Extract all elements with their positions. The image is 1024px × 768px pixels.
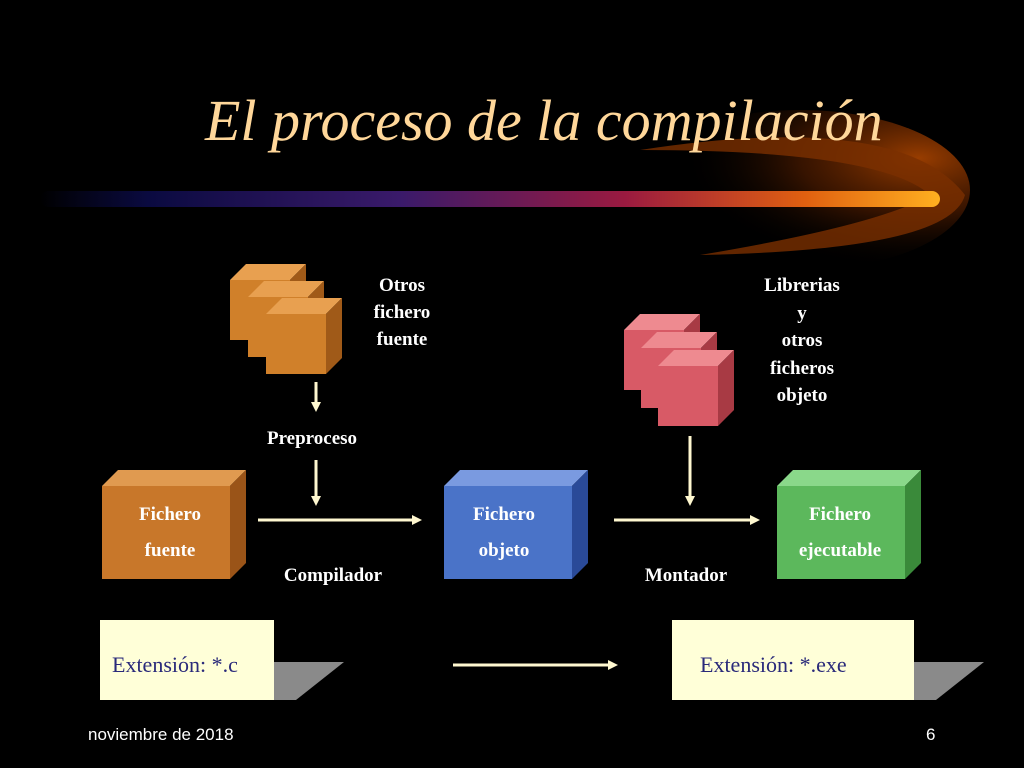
- other-sources-line-1: Otros: [378, 275, 426, 296]
- footer-date: noviembre de 2018: [88, 725, 234, 744]
- source-extension-box: [100, 620, 344, 700]
- flow-arrows: [258, 382, 760, 670]
- source-file-line-1: Fichero: [139, 504, 201, 525]
- libraries-line-5: objeto: [776, 385, 828, 406]
- libraries-line-1: Librerias: [764, 275, 840, 296]
- executable-file-label: Fichero ejecutable: [772, 504, 908, 562]
- source-file-label: Fichero fuente: [102, 504, 238, 562]
- preprocess-label: Preproceso: [266, 428, 358, 449]
- source-extension-text: Extensión: *.c: [112, 652, 238, 677]
- object-file-line-2: objeto: [478, 540, 530, 561]
- title-swoosh: [40, 110, 970, 270]
- page-number: 6: [926, 725, 936, 744]
- executable-file-line-2: ejecutable: [798, 540, 882, 561]
- libraries-line-2: y: [797, 302, 807, 324]
- linker-label: Montador: [644, 565, 728, 586]
- libraries-line-3: otros: [781, 330, 823, 351]
- executable-extension-text: Extensión: *.exe: [700, 652, 847, 677]
- object-file-line-1: Fichero: [473, 504, 535, 525]
- other-sources-line-3: fuente: [376, 329, 428, 350]
- executable-file-box: [777, 470, 921, 579]
- compiler-label: Compilador: [283, 565, 383, 586]
- executable-file-line-1: Fichero: [809, 504, 871, 525]
- object-file-box: [444, 470, 588, 579]
- other-sources-label: Otros fichero fuente: [352, 272, 452, 353]
- libraries-label: Librerias y otros ficheros objeto: [742, 272, 862, 410]
- other-sources-line-2: fichero: [373, 302, 431, 323]
- object-file-label: Fichero objeto: [436, 504, 572, 562]
- libraries-cube-stack: [624, 314, 734, 426]
- source-file-box: [102, 470, 246, 579]
- source-file-line-2: fuente: [144, 540, 196, 561]
- title-underline-bar: [40, 191, 940, 207]
- slide-title: El proceso de la compilación: [205, 88, 883, 153]
- executable-extension-box: [672, 620, 984, 700]
- other-sources-cube-stack: [230, 264, 342, 374]
- libraries-line-4: ficheros: [769, 357, 835, 379]
